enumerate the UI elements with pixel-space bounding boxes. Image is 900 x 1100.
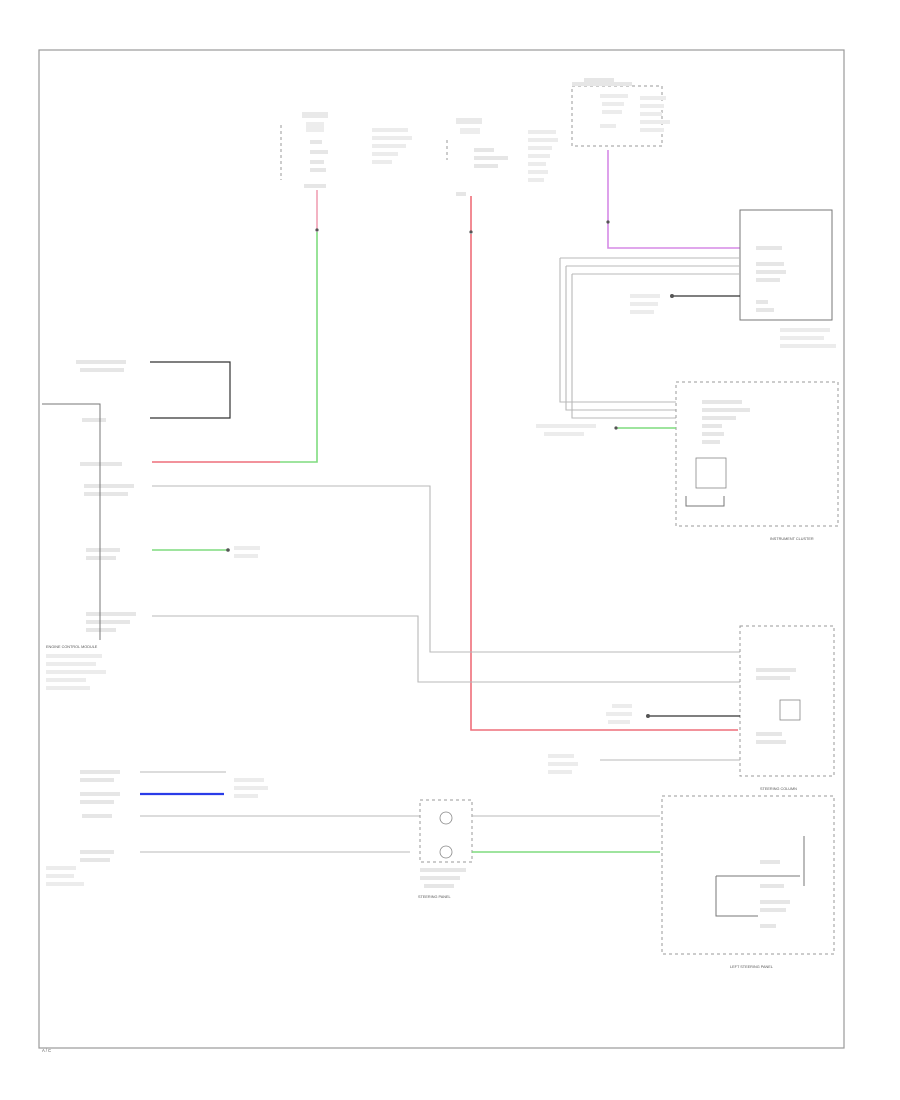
- ecm-label: ENGINE CONTROL MODULE: [46, 645, 98, 649]
- diagram-frame: [38, 49, 845, 1049]
- left-steering-panel-label: LEFT STEERING PANEL: [730, 965, 773, 969]
- wire-red-long: [470, 234, 738, 731]
- steering-column-module: [739, 625, 835, 777]
- steering-panel-label: STEERING PANEL: [418, 895, 451, 899]
- steering-column-label: STEERING COLUMN: [760, 787, 797, 791]
- fuse-block-hot-in-run: [280, 112, 412, 188]
- ecm-connector-block: [42, 360, 231, 640]
- fuse-block-hot-at-all-times: [446, 118, 558, 196]
- instrument-cluster-label: INSTRUMENT CLUSTER: [770, 537, 814, 541]
- left-steering-panel-box: [661, 795, 835, 955]
- fuse-box-engine-compartment: [571, 78, 670, 147]
- clock-spring: [419, 799, 473, 888]
- page-footer: A / C: [42, 1048, 51, 1053]
- wire-lavender: [607, 150, 740, 249]
- wire-green-batt: [280, 232, 318, 463]
- instrument-cluster-box: [675, 381, 839, 527]
- module-upper-right: [739, 209, 836, 348]
